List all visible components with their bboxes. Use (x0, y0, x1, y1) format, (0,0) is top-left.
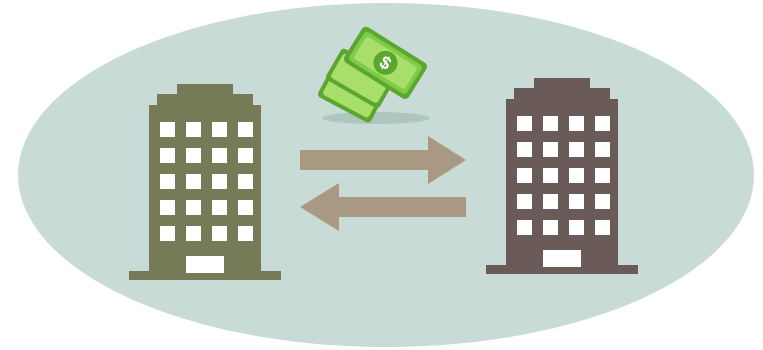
building-window (595, 142, 610, 157)
building-window (186, 174, 201, 189)
building-roof (514, 88, 610, 100)
left-building-icon (129, 84, 281, 280)
building-window (212, 174, 227, 189)
building-roof-top (177, 84, 233, 95)
arrow-left-icon (300, 183, 466, 231)
building-window (543, 168, 558, 183)
building-roof-top (534, 78, 590, 89)
building-window (543, 220, 558, 235)
building-window (543, 194, 558, 209)
building-window (517, 168, 532, 183)
building-door (186, 256, 224, 273)
building-window (212, 200, 227, 215)
building-window (543, 116, 558, 131)
building-window (595, 194, 610, 209)
building-window (517, 142, 532, 157)
building-window (517, 220, 532, 235)
building-window (569, 168, 584, 183)
building-window (595, 168, 610, 183)
building-window (160, 148, 175, 163)
building-window (595, 116, 610, 131)
building-base (486, 265, 638, 274)
dollar-bills-icon: $ (318, 26, 430, 124)
building-window (186, 200, 201, 215)
building-window (186, 122, 201, 137)
building-window (238, 174, 253, 189)
right-building-icon (486, 78, 638, 274)
building-window (238, 148, 253, 163)
building-window (160, 174, 175, 189)
building-window (517, 116, 532, 131)
building-roof (157, 94, 253, 106)
building-window (569, 220, 584, 235)
building-window (212, 226, 227, 241)
building-window (238, 200, 253, 215)
arrow-right-icon (300, 136, 466, 184)
building-window (569, 142, 584, 157)
building-window (160, 122, 175, 137)
building-window (160, 200, 175, 215)
building-window (212, 122, 227, 137)
building-window (238, 226, 253, 241)
building-window (212, 148, 227, 163)
building-door (543, 250, 581, 267)
building-window (238, 122, 253, 137)
building-base (129, 271, 281, 280)
building-window (595, 220, 610, 235)
building-window (569, 194, 584, 209)
building-window (186, 148, 201, 163)
building-window (517, 194, 532, 209)
building-window (186, 226, 201, 241)
building-window (569, 116, 584, 131)
building-window (160, 226, 175, 241)
building-window (543, 142, 558, 157)
